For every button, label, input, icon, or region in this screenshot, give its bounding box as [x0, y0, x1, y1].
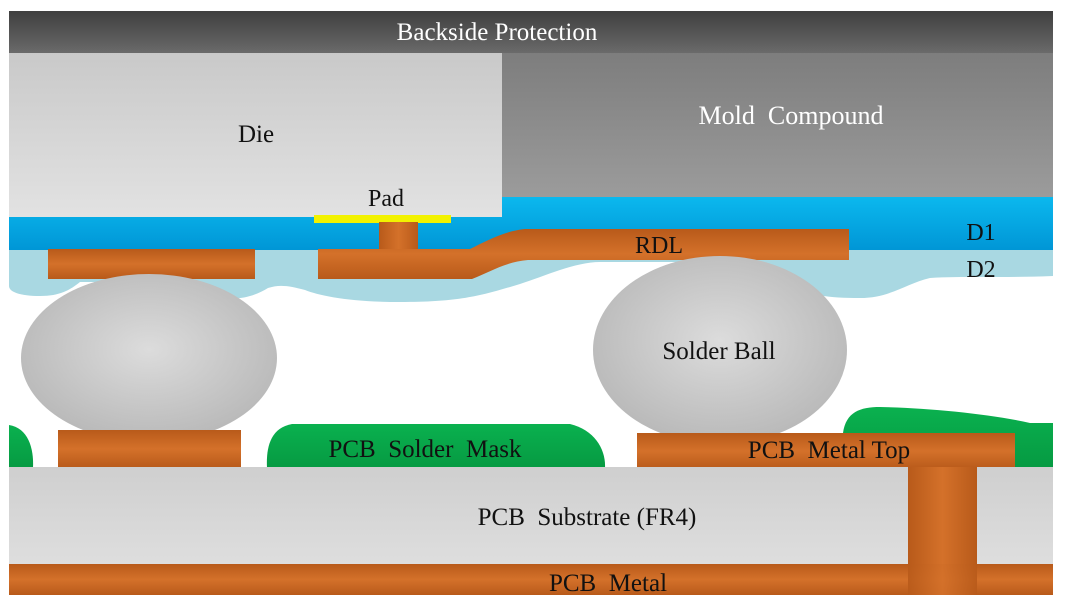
pcb-through-via-bottom [908, 564, 977, 595]
solder-ball-right [593, 256, 847, 444]
solder-ball-label: Solder Ball [662, 338, 775, 365]
mold-compound-label: Mold Compound [699, 101, 884, 130]
pcb-substrate-label: PCB Substrate (FR4) [478, 504, 697, 531]
d2-label: D2 [966, 257, 995, 283]
rdl-segment-center [318, 229, 849, 279]
pcb-metal-label: PCB Metal [549, 570, 667, 597]
pad-label: Pad [368, 186, 404, 212]
d2-dielectric-layer [9, 250, 1053, 302]
pcb-metal-bottom-layer [9, 564, 1053, 595]
rdl-segment-left [48, 249, 255, 279]
backside-protection-layer [9, 11, 1053, 53]
pad-via [379, 222, 418, 252]
pcb-metal-top-right [637, 433, 1015, 469]
pcb-solder-mask-label: PCB Solder Mask [328, 436, 522, 463]
rdl-label: RDL [635, 233, 683, 259]
solder-ball-left [21, 274, 277, 442]
backside-protection-label: Backside Protection [397, 19, 598, 46]
d1-label: D1 [966, 220, 995, 246]
pcb-metal-top-left [58, 430, 241, 468]
pcb-solder-mask-center [266, 424, 606, 468]
die-label: Die [238, 121, 274, 148]
pcb-metal-top-label: PCB Metal Top [748, 437, 910, 464]
pcb-solder-mask-edge-left [9, 425, 34, 468]
die-region [9, 52, 502, 217]
pcb-substrate-layer [9, 467, 1053, 565]
die-pad [314, 215, 451, 223]
mold-compound-region [502, 52, 1053, 200]
